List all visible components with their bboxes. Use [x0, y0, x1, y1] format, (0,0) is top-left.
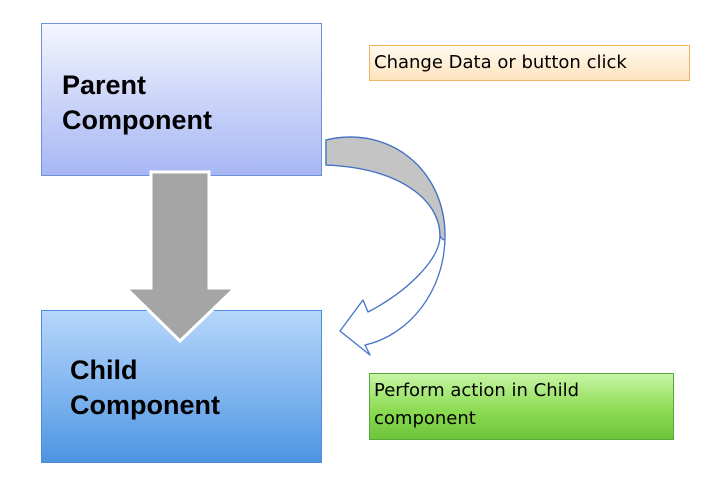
child-component-label: Child Component	[70, 355, 220, 420]
parent-component-label: Parent Component	[62, 70, 212, 135]
perform-action-note: Perform action in Child component	[369, 373, 674, 440]
curved-arrow-shading	[325, 136, 446, 241]
parent-component-box: Parent Component	[41, 23, 322, 176]
down-arrow	[122, 170, 239, 344]
change-data-note: Change Data or button click	[369, 45, 690, 81]
